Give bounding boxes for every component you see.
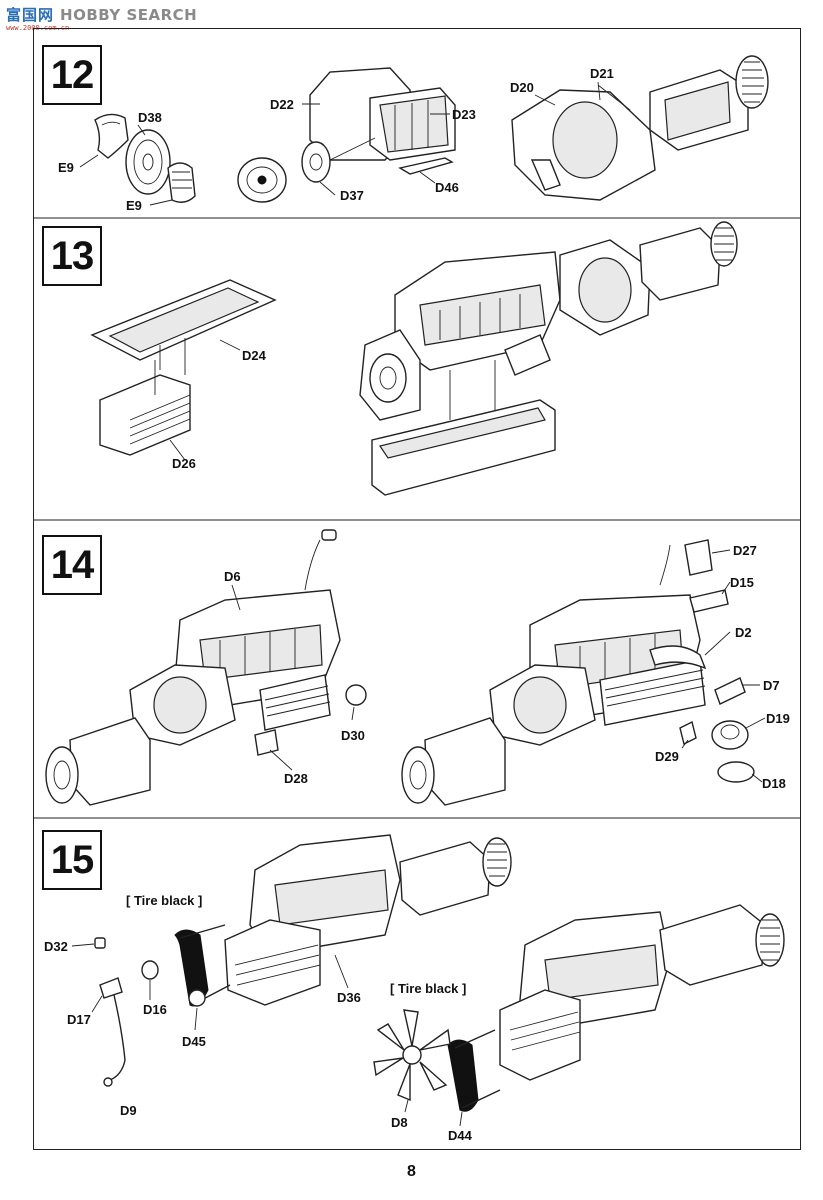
step-number-13: 13 [42,226,102,286]
part-label-d23: D23 [452,107,476,122]
step-number-15: 15 [42,830,102,890]
part-label-d28: D28 [284,771,308,786]
step12-clutch-housing [511,55,769,201]
step13-oil-pan-parts [90,279,277,456]
logo-english-text: HOBBY SEARCH [60,6,198,24]
step12-fan-pulley-parts [94,113,196,203]
leader-lines [71,94,766,1127]
step14-right-assembly [401,539,755,806]
part-label-d36: D36 [337,990,361,1005]
step12-bellhousing-frame [237,67,456,203]
part-label-e9-bottom: E9 [126,198,142,213]
part-label-d6: D6 [224,569,241,584]
part-label-d32: D32 [44,939,68,954]
part-label-d18: D18 [762,776,786,791]
part-label-d29: D29 [655,749,679,764]
part-label-d46: D46 [435,180,459,195]
part-label-d20: D20 [510,80,534,95]
part-label-d45: D45 [182,1034,206,1049]
site-logo: 富国网 HOBBY SEARCH [6,4,197,25]
part-label-d15: D15 [730,575,754,590]
part-label-d27: D27 [733,543,757,558]
part-label-d44: D44 [448,1128,472,1143]
part-label-d26: D26 [172,456,196,471]
step-number-14: 14 [42,535,102,595]
part-label-d24: D24 [242,348,266,363]
part-label-d37: D37 [340,188,364,203]
part-label-d2: D2 [735,625,752,640]
part-label-d9: D9 [120,1103,137,1118]
fan-blades [373,1009,451,1102]
paint-note-tire-black-left: [ Tire black ] [126,893,203,908]
part-label-d22: D22 [270,97,294,112]
part-label-d16: D16 [143,1002,167,1017]
part-label-d19: D19 [766,711,790,726]
paint-note-tire-black-right: [ Tire black ] [390,981,467,996]
step15-left-assembly [94,834,512,1087]
part-label-d30: D30 [341,728,365,743]
instruction-page-frame [33,28,801,1150]
part-label-e9-top: E9 [58,160,74,175]
part-label-d38: D38 [138,110,162,125]
step13-engine-block [359,221,738,496]
part-label-d17: D17 [67,1012,91,1027]
step-number-12: 12 [42,45,102,105]
logo-chinese-text: 富国网 [6,6,55,24]
part-label-d8: D8 [391,1115,408,1130]
page-number: 8 [407,1163,416,1180]
step15-right-assembly [373,904,785,1112]
part-label-d21: D21 [590,66,614,81]
step14-left-assembly [45,529,367,806]
part-label-d7: D7 [763,678,780,693]
